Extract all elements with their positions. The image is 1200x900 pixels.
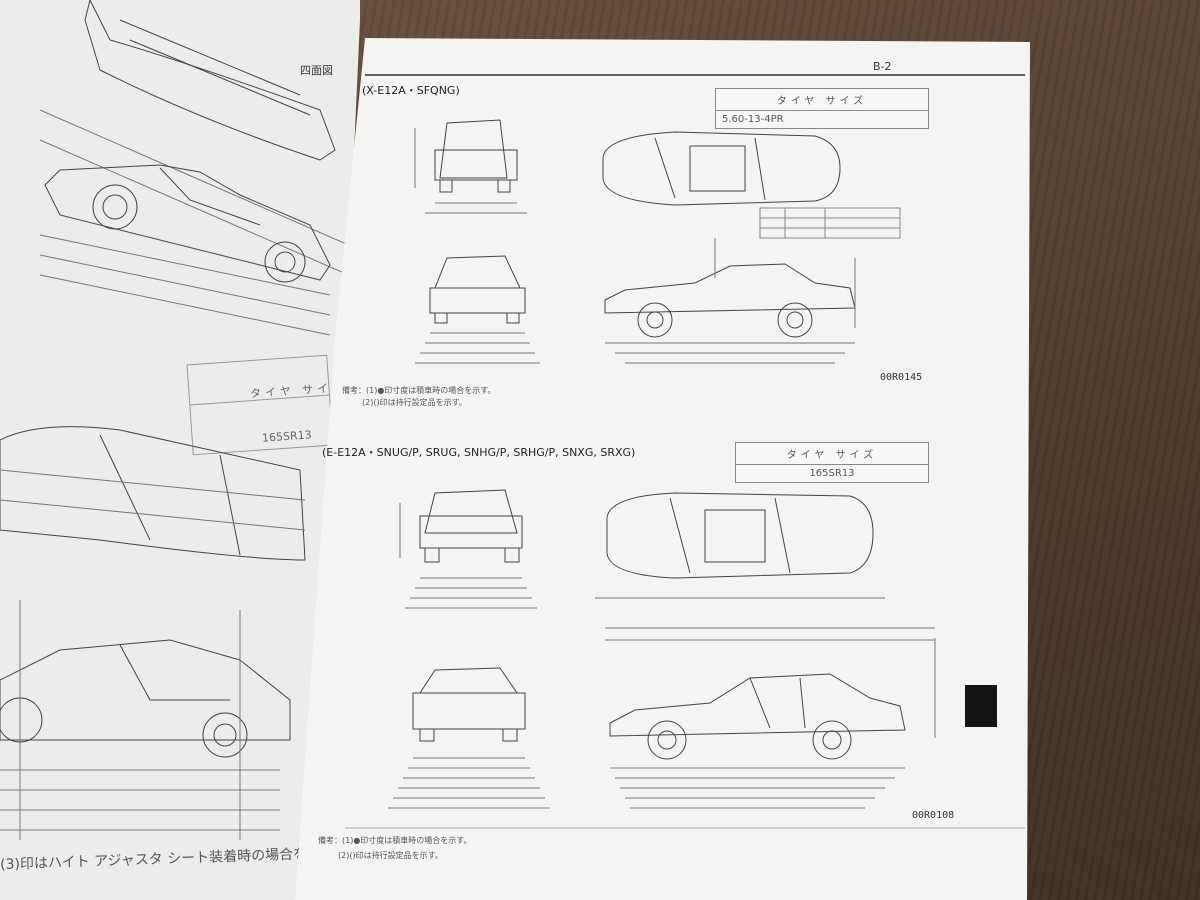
page-tab-marker xyxy=(965,685,997,727)
section1-tire-label: タイヤ サイズ xyxy=(716,89,928,111)
section2-tire-box: タイヤ サイズ 165SR13 xyxy=(735,442,929,483)
section1-model: (X-E12A・SFQNG) xyxy=(362,84,460,97)
section1-note-2: (2)()印は持行設定品を示す。 xyxy=(362,398,467,407)
right-page-drawings xyxy=(345,74,1025,829)
section2-note-1: 備考：(1)●印寸度は積車時の場合を示す。 xyxy=(318,836,472,845)
header-title: 四面図 xyxy=(300,64,333,77)
left-page: タイヤ サイズ 165SR13 (3)印はハイト アジャスタ シート装着時の場合… xyxy=(0,0,360,900)
section2-tire-value: 165SR13 xyxy=(809,468,855,479)
section1-tire-value: 5.60-13-4PR xyxy=(722,114,784,125)
section2-note-2: (2)()印は持行設定品を示す。 xyxy=(338,851,443,860)
section2-code: 00R0108 xyxy=(912,810,955,821)
section2-model: (E-E12A・SNUG/P, SRUG, SNHG/P, SRHG/P, SN… xyxy=(322,446,636,459)
left-page-drawings xyxy=(0,0,360,840)
section1-note-1: 備考：(1)●印寸度は積車時の場合を示す。 xyxy=(342,386,496,395)
section1-code: 00R0145 xyxy=(880,372,923,383)
section2-tire-label: タイヤ サイズ xyxy=(736,443,928,465)
section1-tire-box: タイヤ サイズ 5.60-13-4PR xyxy=(715,88,929,129)
page-number: B-2 xyxy=(873,60,892,73)
